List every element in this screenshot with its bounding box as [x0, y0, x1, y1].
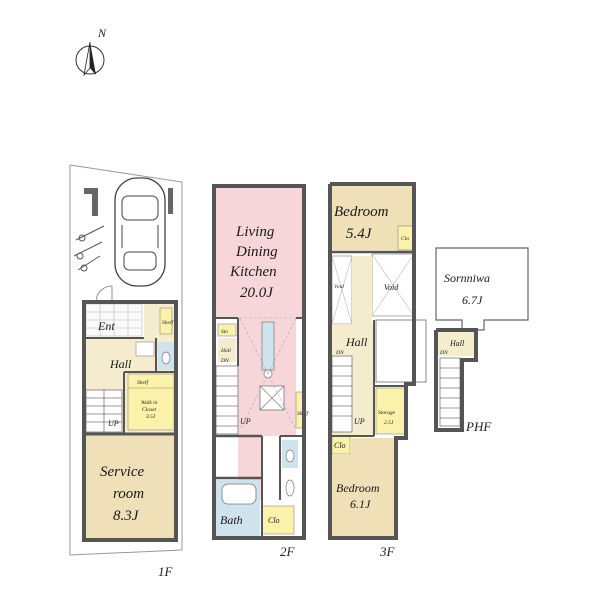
ldk-label-3: Kitchen [229, 264, 277, 280]
bedroom-top-label: Bedroom [334, 204, 389, 220]
shelf-1f [159, 307, 173, 335]
floor-label-phf: PHF [465, 419, 492, 434]
entrance-floor [85, 303, 143, 337]
ldk-size: 20.0J [240, 285, 274, 301]
storage-size: 2.5J [384, 420, 394, 426]
north-compass-icon: N [75, 26, 107, 77]
entrance-door [95, 285, 113, 303]
ent-label: Ent [97, 319, 115, 333]
storage-3f [375, 387, 407, 435]
walk-in-closet-label-1: Walk in [141, 400, 158, 406]
hall-phf-label: Hall [449, 339, 465, 348]
bath-label: Bath [220, 513, 243, 527]
bedroom-top-size: 5.4J [346, 226, 373, 242]
parked-car-icon [114, 177, 166, 287]
service-room-size: 8.3J [113, 508, 140, 524]
floor-phf: Sornniwa 6.7J Hall DN PHF [434, 247, 529, 434]
sto-2f-label: Sto [221, 329, 228, 335]
bedroom-bottom [330, 454, 396, 538]
dn-3f-label: DN [335, 350, 344, 356]
walls-3f [328, 182, 416, 540]
service-room-label-2: room [113, 486, 144, 502]
dn-2f-label: DN [220, 358, 229, 364]
walk-in-shelf-label: Shelf [137, 379, 149, 386]
lot-boundary [69, 164, 183, 556]
void-right-label: Void [384, 283, 399, 292]
up-3f-label: UP [354, 417, 365, 426]
storage-2f [217, 323, 237, 337]
floor-2f: Shelf Sto Hall DN UP Living [212, 184, 309, 559]
floor-label-1f: 1F [158, 564, 174, 579]
dn-phf-label: DN [439, 350, 448, 356]
hall-3f-label: Hall [345, 335, 368, 349]
shelf-1f-label: Shelf [162, 319, 174, 326]
sornniwa-label: Sornniwa [444, 271, 490, 285]
staircase-2f [215, 365, 239, 435]
bedroom-bottom-size: 6.1J [350, 497, 371, 511]
bedroom-bottom-label: Bedroom [336, 481, 380, 495]
service-room-label-1: Service [100, 464, 144, 480]
floor-label-3f: 3F [379, 544, 396, 559]
kitchen-island [261, 321, 275, 371]
floor-3f: Clo Bedroom 5.4J Vo [328, 182, 427, 559]
walk-in-closet [127, 373, 175, 431]
sornniwa-size: 6.7J [462, 293, 483, 307]
hall-phf [438, 332, 474, 356]
walk-in-closet-size: 3.5J [145, 414, 156, 420]
ldk-label-1: Living [235, 224, 275, 240]
gate-post [92, 194, 98, 216]
clo-2f-label: Clo [268, 516, 280, 525]
toilet-2f-icon [285, 449, 295, 463]
hall-2f [218, 338, 236, 362]
washbasin-2f-icon [285, 479, 295, 497]
floor-1f: Shelf Shelf Walk in Closet 3.5J UP Ent H… [69, 164, 183, 579]
bathtub-icon [221, 483, 257, 505]
floor-label-2f: 2F [280, 544, 296, 559]
compass-north-label: N [97, 26, 107, 40]
sornniwa-area [435, 247, 529, 331]
void-left-label: Void [334, 284, 344, 290]
walls-2f [212, 184, 306, 540]
walk-in-closet-label-2: Closet [142, 407, 157, 413]
gate-post [168, 188, 173, 214]
clo-3f-top-label: Clo [401, 236, 409, 242]
bicycle-parking-icon [73, 225, 105, 272]
staircase-3f [331, 355, 353, 433]
washbasin-icon [135, 341, 155, 357]
gate-post [84, 188, 98, 194]
staircase-phf [439, 357, 461, 427]
ldk-area [214, 186, 304, 500]
up-2f-label: UP [240, 417, 251, 426]
ldk-label-2: Dining [235, 244, 278, 260]
walls-1f [82, 300, 178, 542]
balcony-3f [375, 319, 427, 383]
storage-label: Storage [378, 410, 396, 416]
toilet-icon [161, 351, 171, 365]
walls-phf [434, 328, 478, 432]
staircase-1f [85, 389, 123, 433]
hall-1f-label: Hall [109, 357, 132, 371]
up-1f-label: UP [108, 419, 119, 428]
clo-3f-bottom-label: Clo [334, 441, 346, 450]
hall-2f-label: Hall [220, 348, 231, 354]
